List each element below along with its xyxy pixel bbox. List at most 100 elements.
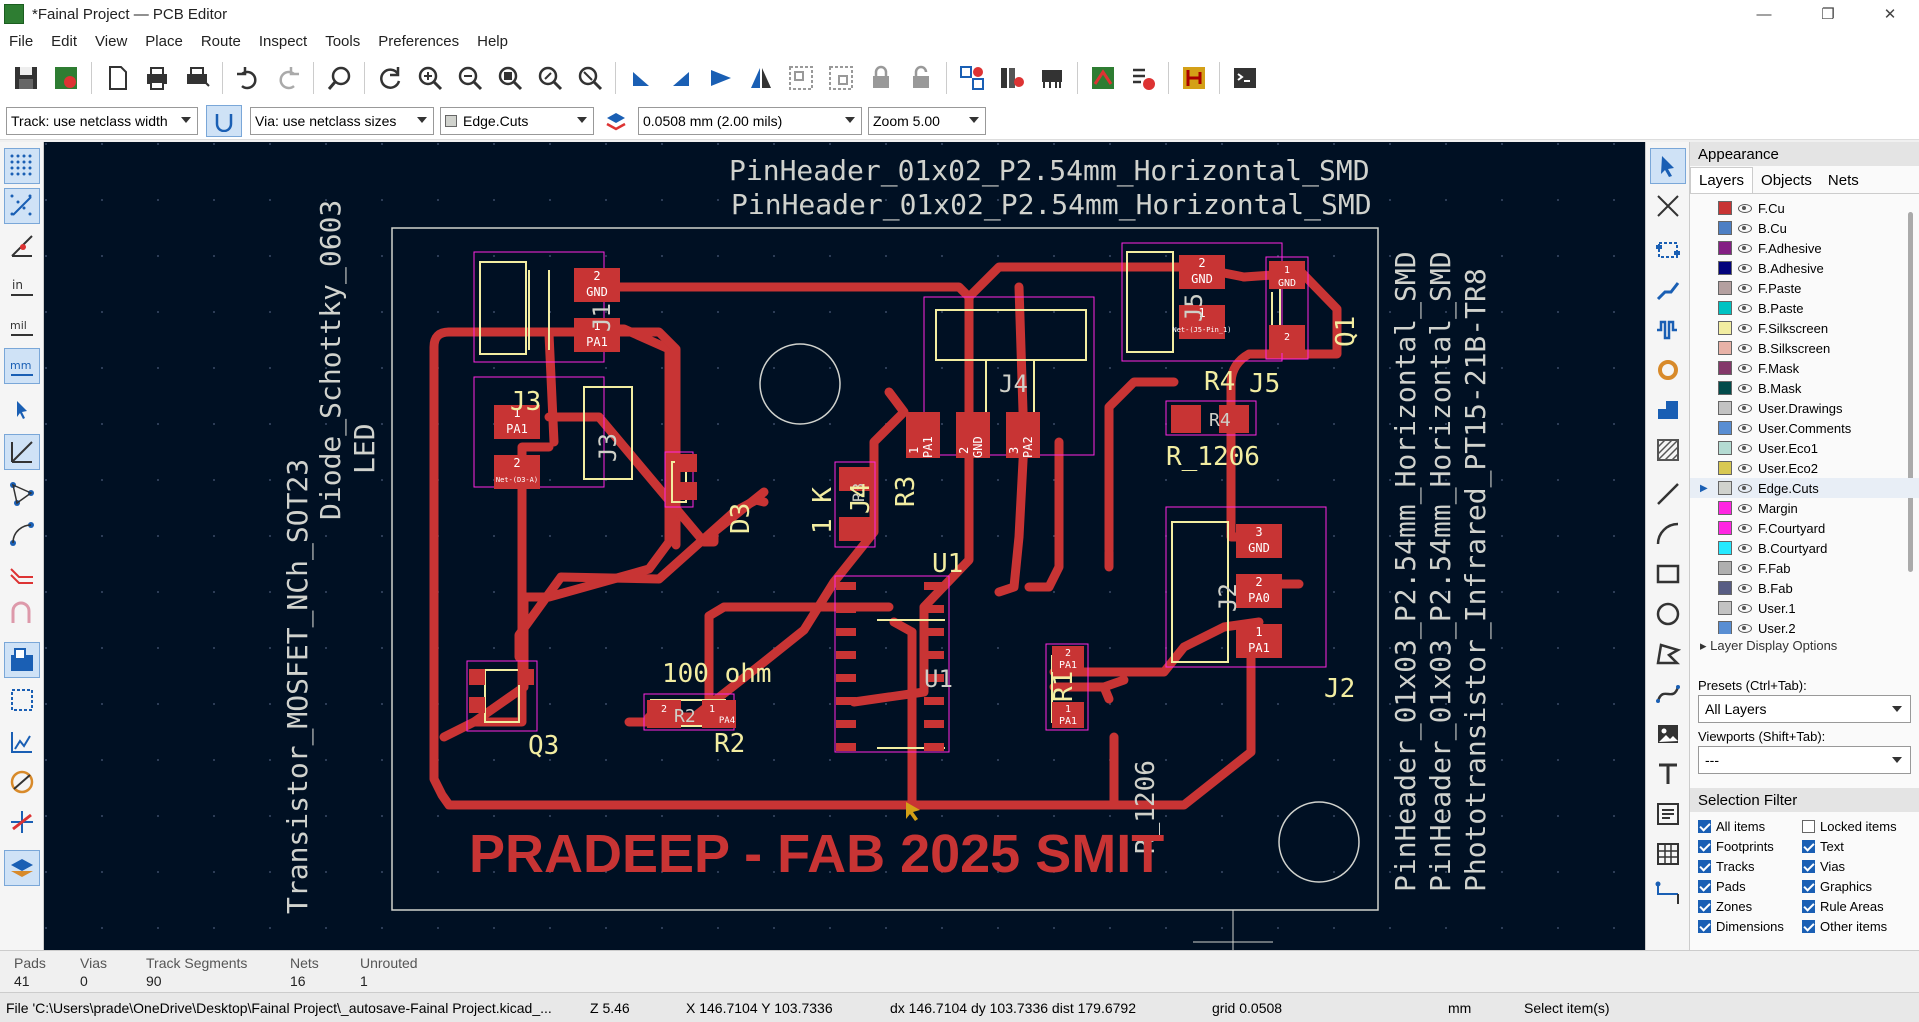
layer-color-swatch[interactable] <box>1718 401 1732 415</box>
grid-dots-icon[interactable] <box>4 148 40 184</box>
layers-manager-icon[interactable] <box>4 850 40 886</box>
eye-icon[interactable] <box>1738 523 1752 533</box>
flip-board-icon[interactable] <box>703 60 739 96</box>
selection-filter-item[interactable]: Graphics <box>1802 878 1906 894</box>
tune-length-icon[interactable] <box>1650 312 1686 348</box>
layer-row[interactable]: B.Adhesive <box>1690 258 1919 278</box>
layer-color-swatch[interactable] <box>1718 441 1732 455</box>
filter-checkbox[interactable] <box>1802 899 1815 913</box>
save-icon[interactable] <box>8 60 44 96</box>
footprint-editor-icon[interactable] <box>1034 60 1070 96</box>
layer-display-options-toggle[interactable]: ▸ Layer Display Options <box>1700 638 1838 653</box>
zone-outline-icon[interactable] <box>4 682 40 718</box>
group-icon[interactable] <box>783 60 819 96</box>
layer-row[interactable]: F.Fab <box>1690 558 1919 578</box>
zoom-select[interactable]: Zoom 5.00 <box>868 106 986 135</box>
ref-j3[interactable]: J3 <box>510 387 541 417</box>
ref-q1[interactable]: Q1 <box>1331 316 1361 347</box>
ref-r1[interactable]: R1 <box>1049 671 1079 702</box>
layer-row[interactable]: Edge.Cuts▶ <box>1690 478 1919 498</box>
units-mils-icon[interactable]: mil <box>4 308 40 344</box>
layer-color-swatch[interactable] <box>1718 201 1732 215</box>
add-zone-icon[interactable] <box>1650 392 1686 428</box>
ref-r4[interactable]: R4 <box>1204 367 1235 397</box>
ref-q3[interactable]: Q3 <box>528 731 559 761</box>
layer-color-swatch[interactable] <box>1718 301 1732 315</box>
filter-checkbox[interactable] <box>1698 879 1711 893</box>
selection-filter-item[interactable]: All items <box>1698 818 1802 834</box>
netlist-icon[interactable] <box>954 60 990 96</box>
undo-icon[interactable] <box>230 60 266 96</box>
minimize-icon[interactable]: — <box>1756 5 1772 23</box>
layer-color-swatch[interactable] <box>1718 581 1732 595</box>
rotate-cw-icon[interactable] <box>663 60 699 96</box>
selection-filter-item[interactable]: Dimensions <box>1698 918 1802 934</box>
lock-icon[interactable] <box>863 60 899 96</box>
layer-row[interactable]: User.2 <box>1690 618 1919 634</box>
eye-icon[interactable] <box>1738 223 1752 233</box>
add-textbox-icon[interactable] <box>1650 796 1686 832</box>
layer-color-swatch[interactable] <box>1718 561 1732 575</box>
eye-icon[interactable] <box>1738 483 1752 493</box>
pcb-canvas[interactable]: 2 GND 1 PA1 1 PA1 2 Net-(D3-A) 2 GND 1 N… <box>44 142 1645 950</box>
add-text-icon[interactable] <box>1650 756 1686 792</box>
layer-row[interactable]: B.Mask <box>1690 378 1919 398</box>
ref-d3[interactable]: D3 <box>726 503 756 534</box>
layer-row[interactable]: F.Cu <box>1690 198 1919 218</box>
layer-color-swatch[interactable] <box>1718 621 1732 634</box>
eye-icon[interactable] <box>1738 583 1752 593</box>
mounting-hole-2[interactable] <box>1278 801 1360 883</box>
eye-icon[interactable] <box>1738 543 1752 553</box>
add-footprint-icon[interactable] <box>1650 232 1686 268</box>
selection-filter-item[interactable]: Footprints <box>1698 838 1802 854</box>
close-icon[interactable]: ✕ <box>1883 6 1897 23</box>
filter-checkbox[interactable] <box>1698 859 1711 873</box>
menu-file[interactable]: File <box>9 32 34 50</box>
draw-arc-icon[interactable] <box>1650 516 1686 552</box>
selection-filter-item[interactable]: Rule Areas <box>1802 898 1906 914</box>
layer-color-swatch[interactable] <box>1718 481 1732 495</box>
zoom-selection-icon[interactable] <box>572 60 608 96</box>
ref-r3[interactable]: R3 <box>891 476 921 507</box>
layer-color-swatch[interactable] <box>1718 501 1732 515</box>
eye-icon[interactable] <box>1738 263 1752 273</box>
selection-filter-item[interactable]: Other items <box>1802 918 1906 934</box>
layer-select[interactable]: Edge.Cuts <box>440 106 594 135</box>
eye-icon[interactable] <box>1738 323 1752 333</box>
page-settings-icon[interactable] <box>99 60 135 96</box>
filter-checkbox[interactable] <box>1802 879 1815 893</box>
track-outline-icon[interactable] <box>4 556 40 592</box>
draw-line-icon[interactable] <box>1650 476 1686 512</box>
footprint-library-icon[interactable] <box>994 60 1030 96</box>
menu-preferences[interactable]: Preferences <box>378 32 460 50</box>
eye-icon[interactable] <box>1738 283 1752 293</box>
layer-color-swatch[interactable] <box>1718 361 1732 375</box>
angle-constraint-icon[interactable] <box>4 434 40 470</box>
eye-icon[interactable] <box>1738 443 1752 453</box>
layer-color-swatch[interactable] <box>1718 421 1732 435</box>
layer-row[interactable]: F.Adhesive <box>1690 238 1919 258</box>
layer-row[interactable]: F.Paste <box>1690 278 1919 298</box>
route-track-icon[interactable] <box>1650 272 1686 308</box>
unlock-icon[interactable] <box>903 60 939 96</box>
mirror-icon[interactable] <box>743 60 779 96</box>
layer-row[interactable]: B.Silkscreen <box>1690 338 1919 358</box>
menu-inspect[interactable]: Inspect <box>258 32 308 50</box>
layer-row[interactable]: User.Drawings <box>1690 398 1919 418</box>
tab-layers[interactable]: Layers <box>1690 167 1754 193</box>
units-inches-icon[interactable]: in <box>4 268 40 304</box>
plot-icon[interactable] <box>179 60 215 96</box>
selection-filter-item[interactable]: Zones <box>1698 898 1802 914</box>
track-width-select[interactable]: Track: use netclass width <box>6 106 198 135</box>
polar-coords-icon[interactable] <box>4 228 40 264</box>
via-size-select[interactable]: Via: use netclass sizes <box>250 106 434 135</box>
filter-checkbox[interactable] <box>1802 819 1815 833</box>
layer-pair-icon[interactable] <box>602 105 630 137</box>
ungroup-icon[interactable] <box>823 60 859 96</box>
layer-list-scrollbar[interactable] <box>1908 212 1913 572</box>
filter-checkbox[interactable] <box>1698 839 1711 853</box>
board-setup-icon[interactable] <box>48 60 84 96</box>
selection-filter-item[interactable]: Text <box>1802 838 1906 854</box>
layer-color-swatch[interactable] <box>1718 521 1732 535</box>
filter-checkbox[interactable] <box>1698 899 1711 913</box>
